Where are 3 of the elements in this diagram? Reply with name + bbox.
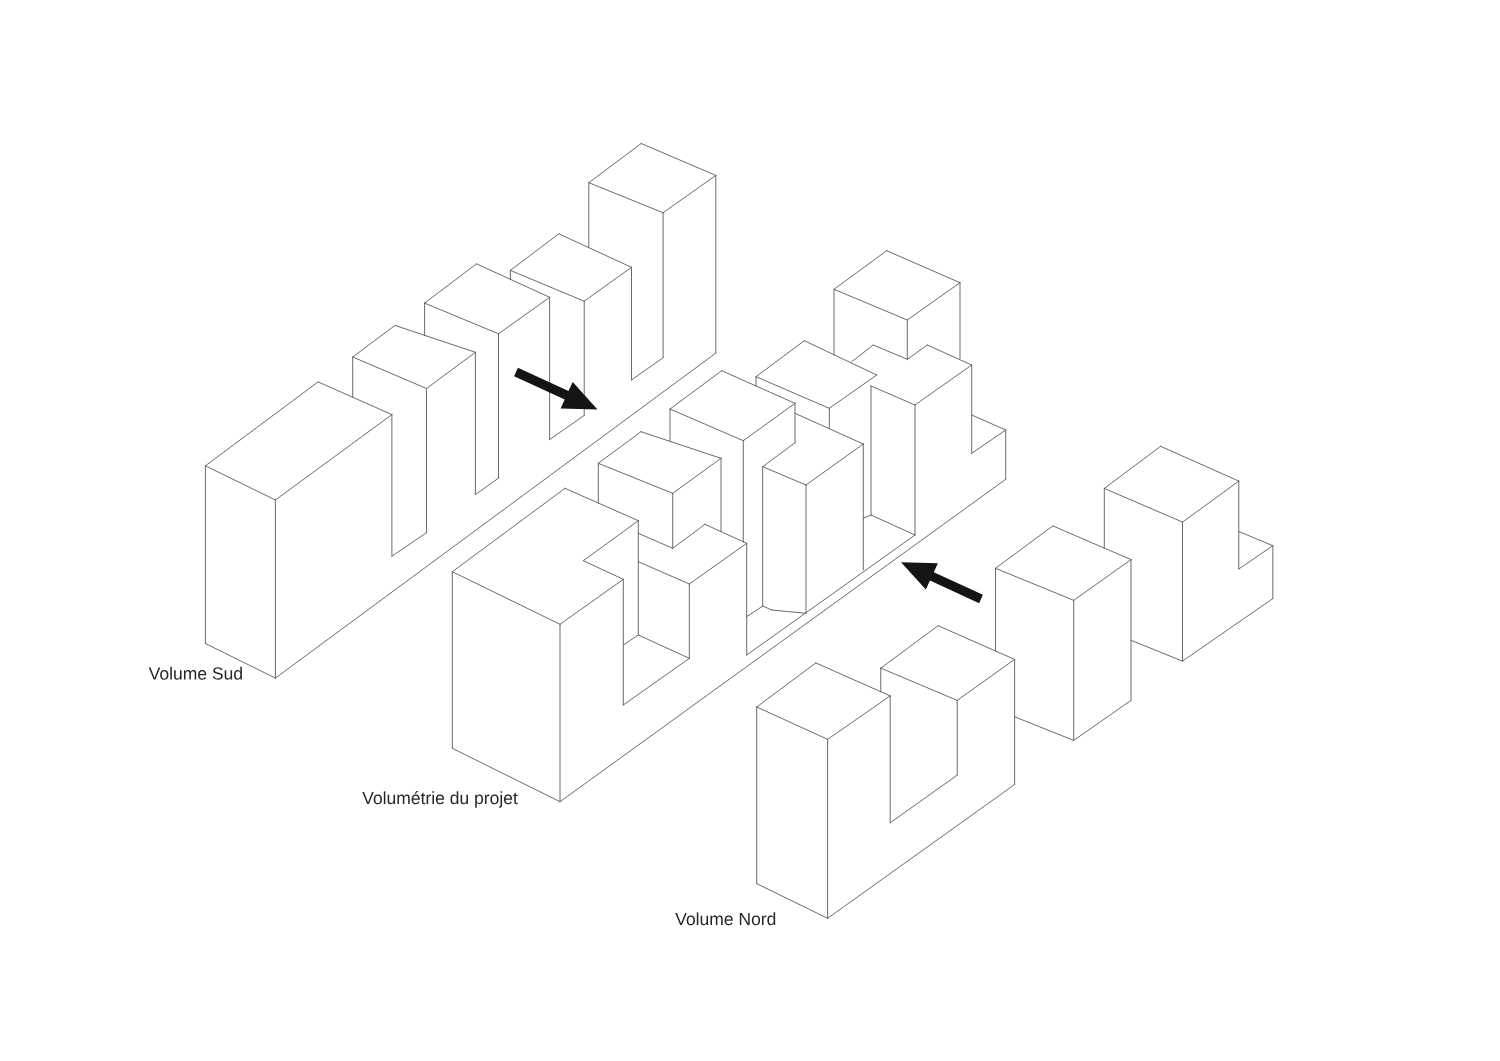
volume-label: Volume Sud: [148, 666, 242, 680]
volume-label: Volume Nord: [675, 912, 776, 926]
volume-label: Volumétrie du projet: [362, 791, 518, 808]
